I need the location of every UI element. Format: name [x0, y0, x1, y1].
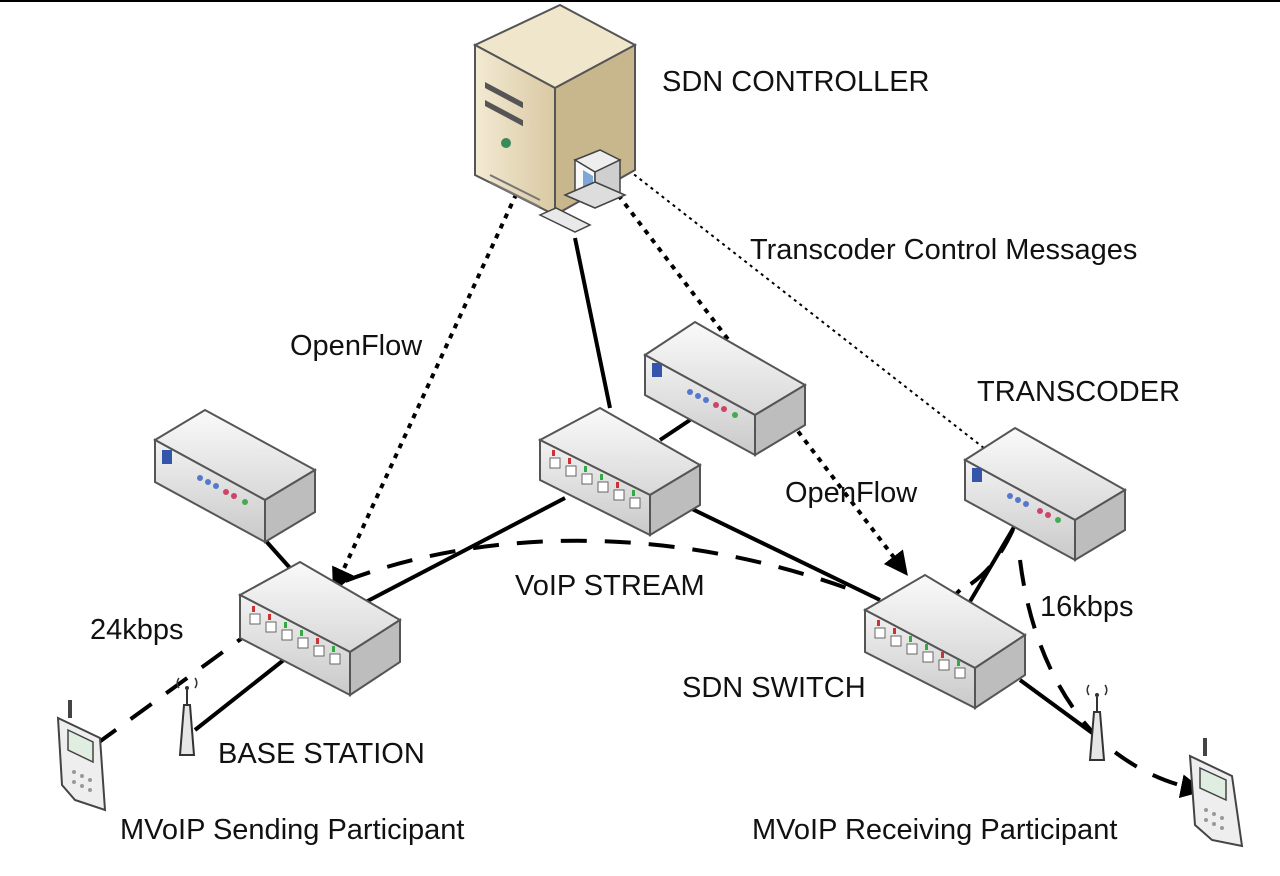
voip-stream-main [304, 538, 861, 600]
rate-receiver-label: 16kbps [1040, 591, 1134, 623]
router-left-icon [152, 408, 318, 544]
rate-sender-label: 24kbps [90, 614, 184, 646]
link-controller-core [573, 237, 612, 409]
transcoder-control-arrow [589, 139, 1037, 490]
openflow-left-arrow [332, 120, 551, 593]
voip-stream-label: VoIP STREAM [515, 570, 705, 602]
antenna-left-icon [176, 677, 198, 756]
top-border [0, 0, 1280, 2]
receiving-participant-label: MVoIP Receiving Participant [752, 814, 1118, 846]
transcoder-icon [963, 426, 1127, 562]
sdn-switch-icon [862, 573, 1027, 710]
openflow-links [332, 120, 908, 593]
link-switch-antenna [1018, 678, 1097, 737]
link-router-base [263, 538, 292, 570]
base-station-label: BASE STATION [218, 738, 425, 770]
sdn-switch-label: SDN SWITCH [682, 672, 866, 704]
antenna-right-icon [1086, 684, 1108, 761]
core-switch-icon [537, 406, 702, 537]
sdn-controller-label: SDN CONTROLLER [662, 66, 930, 98]
openflow-right-label: OpenFlow [785, 477, 918, 509]
workstation-icon [538, 149, 627, 233]
phone-receiver-icon [1188, 738, 1244, 848]
transcoder-control-label: Transcoder Control Messages [750, 234, 1138, 266]
transcoder-label: TRANSCODER [977, 376, 1181, 408]
link-core-router [658, 418, 692, 442]
openflow-left-label: OpenFlow [290, 330, 423, 362]
router-middle-icon [643, 320, 807, 457]
link-core-sdnswitch [689, 506, 881, 602]
link-base-antenna [193, 653, 292, 732]
sending-participant-label: MVoIP Sending Participant [120, 814, 465, 846]
base-station-switch-icon [237, 560, 402, 697]
phone-sender-icon [56, 700, 107, 812]
